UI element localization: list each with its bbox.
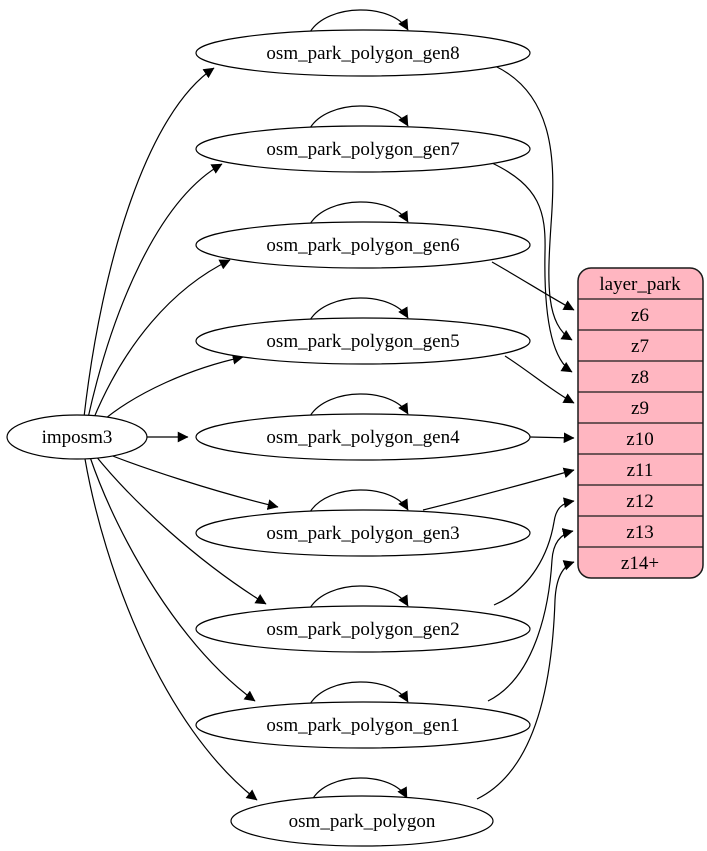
self-loop-gen7 bbox=[309, 105, 409, 129]
layer-row-z7: z7 bbox=[631, 336, 649, 357]
imposm3-label: imposm3 bbox=[42, 427, 113, 448]
edge-gen6-to-z6 bbox=[491, 261, 575, 311]
edge-gen8-to-z7 bbox=[494, 65, 573, 341]
edge-gen4-to-z10 bbox=[529, 432, 575, 444]
edge-gen7-to-z8 bbox=[491, 162, 573, 373]
self-loop-gen5 bbox=[309, 297, 409, 321]
gen8-ellipse bbox=[195, 29, 531, 77]
layer-row-z12: z12 bbox=[626, 491, 653, 512]
node-osm-park-polygon-gen5: osm_park_polygon_gen5 bbox=[195, 317, 531, 365]
gen2-label: osm_park_polygon_gen2 bbox=[266, 619, 459, 640]
layer-row-z13: z13 bbox=[626, 522, 653, 543]
self-loop-gen2 bbox=[309, 585, 409, 609]
self-loop-gen1 bbox=[309, 681, 409, 705]
node-osm-park-polygon-gen8: osm_park_polygon_gen8 bbox=[195, 29, 531, 77]
node-osm-park-polygon-gen1: osm_park_polygon_gen1 bbox=[195, 701, 531, 749]
node-layer-park: layer_park z6 z7 z8 z9 z10 z11 z12 z13 z… bbox=[577, 267, 704, 579]
gen1-ellipse bbox=[195, 701, 531, 749]
layer-row-z14plus: z14+ bbox=[621, 553, 659, 574]
edge-imposm3-to-gen3 bbox=[99, 450, 279, 510]
self-loop-gen3 bbox=[309, 489, 409, 513]
edges-from-source bbox=[83, 67, 279, 801]
layer-row-z9: z9 bbox=[631, 398, 649, 419]
edge-gen3-to-z11 bbox=[422, 467, 575, 511]
edge-gen1-to-z13 bbox=[487, 528, 574, 702]
edge-imposm3-to-gen1 bbox=[89, 456, 256, 702]
node-imposm3: imposm3 bbox=[6, 414, 148, 460]
gen4-ellipse bbox=[195, 413, 531, 461]
gen2-ellipse bbox=[195, 605, 531, 653]
imposm3-ellipse bbox=[6, 414, 148, 460]
node-osm-park-polygon-gen7: osm_park_polygon_gen7 bbox=[195, 125, 531, 173]
self-loop-gen6 bbox=[309, 201, 409, 225]
edges-to-layer bbox=[422, 65, 575, 800]
edge-imposm3-to-gen5 bbox=[99, 353, 244, 424]
gen5-ellipse bbox=[195, 317, 531, 365]
self-loop-polygon bbox=[311, 777, 408, 801]
polygon-label: osm_park_polygon bbox=[289, 811, 436, 832]
table-nodes: osm_park_polygon_gen8 osm_park_polygon_g… bbox=[195, 29, 531, 847]
node-osm-park-polygon: osm_park_polygon bbox=[230, 795, 494, 847]
layer-row-z6: z6 bbox=[631, 305, 649, 326]
edge-imposm3-to-gen8 bbox=[83, 67, 215, 418]
polygon-ellipse bbox=[230, 795, 494, 847]
gen3-label: osm_park_polygon_gen3 bbox=[266, 523, 459, 544]
layer-row-z10: z10 bbox=[626, 429, 653, 450]
self-loops bbox=[309, 9, 409, 801]
edge-gen5-to-z9 bbox=[504, 355, 575, 404]
gen4-label: osm_park_polygon_gen4 bbox=[266, 427, 460, 448]
gen5-label: osm_park_polygon_gen5 bbox=[266, 331, 459, 352]
gen6-ellipse bbox=[195, 221, 531, 269]
edge-gen2-to-z12 bbox=[493, 497, 575, 606]
layer-park-title: layer_park bbox=[599, 274, 681, 295]
gen7-label: osm_park_polygon_gen7 bbox=[266, 139, 459, 160]
node-osm-park-polygon-gen2: osm_park_polygon_gen2 bbox=[195, 605, 531, 653]
edge-imposm3-to-gen2 bbox=[94, 454, 267, 605]
layer-row-z8: z8 bbox=[631, 367, 649, 388]
gen3-ellipse bbox=[195, 509, 531, 557]
self-loop-gen4 bbox=[309, 393, 409, 417]
layer-row-z11: z11 bbox=[627, 460, 654, 481]
gen1-label: osm_park_polygon_gen1 bbox=[266, 715, 459, 736]
node-osm-park-polygon-gen4: osm_park_polygon_gen4 bbox=[195, 413, 531, 461]
edge-imposm3-to-gen6 bbox=[92, 259, 231, 421]
gen7-ellipse bbox=[195, 125, 531, 173]
node-osm-park-polygon-gen3: osm_park_polygon_gen3 bbox=[195, 509, 531, 557]
edge-imposm3-to-gen7 bbox=[87, 163, 223, 419]
node-osm-park-polygon-gen6: osm_park_polygon_gen6 bbox=[195, 221, 531, 269]
edge-polygon-to-z14plus bbox=[476, 560, 575, 800]
self-loop-gen8 bbox=[309, 9, 409, 33]
gen6-label: osm_park_polygon_gen6 bbox=[266, 235, 459, 256]
gen8-label: osm_park_polygon_gen8 bbox=[266, 43, 459, 64]
edge-imposm3-to-polygon bbox=[84, 458, 258, 801]
